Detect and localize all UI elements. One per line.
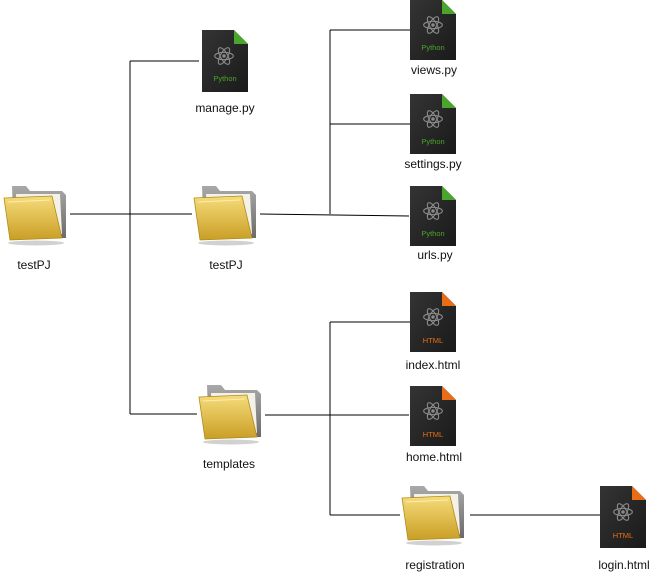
file-tag: Python [213, 74, 236, 83]
folder-icon [401, 485, 465, 546]
folder-icon [193, 185, 257, 246]
file-node-views[interactable]: Python views.py [410, 0, 457, 77]
html-file-icon [410, 386, 456, 446]
file-node-urls[interactable]: Python urls.py [410, 186, 456, 262]
node-label-manage: manage.py [195, 101, 254, 115]
folder-icon [3, 185, 67, 246]
node-label-login: login.html [598, 558, 649, 572]
file-tag: Python [421, 43, 444, 52]
file-tag: Python [421, 137, 444, 146]
file-tag: HTML [613, 531, 633, 540]
python-file-icon [410, 186, 456, 246]
file-node-manage[interactable]: Python manage.py [195, 30, 255, 115]
file-tag: HTML [423, 336, 443, 345]
folder-node-root[interactable]: testPJ [3, 185, 67, 272]
connector-lines [70, 29, 600, 516]
node-label-views: views.py [411, 63, 457, 77]
python-file-icon [410, 94, 456, 154]
node-label-templates: templates [203, 457, 255, 471]
folder-node-app[interactable]: testPJ [193, 185, 257, 272]
node-label-root: testPJ [17, 258, 50, 272]
html-file-icon [410, 292, 456, 352]
python-file-icon [410, 0, 456, 60]
file-tag: Python [421, 229, 444, 238]
folder-icon [198, 384, 262, 445]
file-node-login[interactable]: HTML login.html [598, 486, 650, 572]
folder-node-templates[interactable]: templates [198, 384, 262, 471]
node-label-urls: urls.py [417, 248, 452, 262]
file-node-index[interactable]: HTML index.html [406, 292, 461, 372]
node-label-home: home.html [406, 450, 462, 464]
folder-node-registration[interactable]: registration [401, 485, 465, 572]
node-label-index: index.html [406, 358, 461, 372]
node-label-registration: registration [405, 558, 464, 572]
file-node-home[interactable]: HTML home.html [406, 386, 462, 464]
file-node-settings[interactable]: Python settings.py [404, 94, 462, 171]
node-label-settings: settings.py [404, 157, 461, 171]
node-label-app: testPJ [209, 258, 242, 272]
file-tag: HTML [423, 430, 443, 439]
connector-app [259, 213, 410, 217]
html-file-icon [600, 486, 646, 548]
